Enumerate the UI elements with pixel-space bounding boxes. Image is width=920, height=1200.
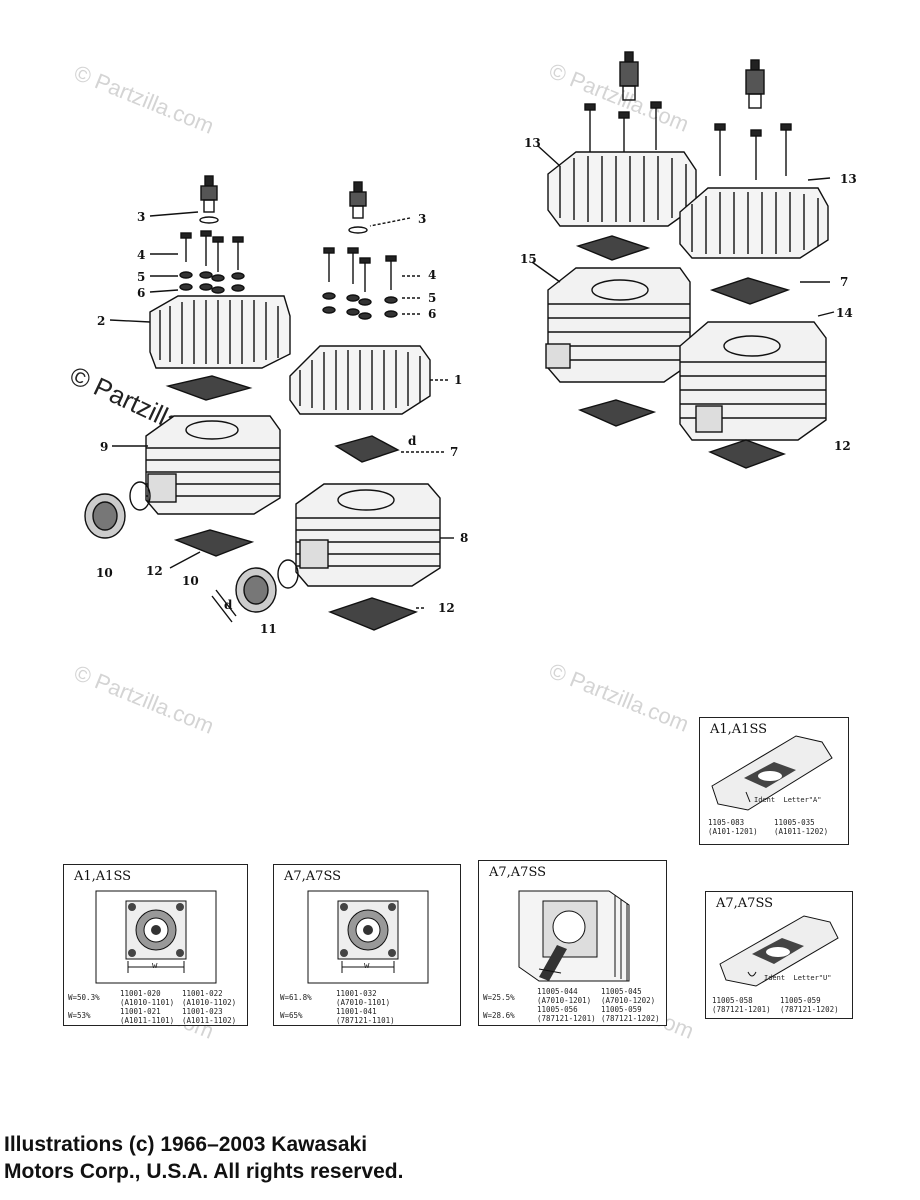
callout-10: 10 [96, 566, 113, 580]
callout-d: d [224, 598, 233, 612]
cylinder-head-right-1 [547, 151, 697, 227]
cylinder-head-right-2 [679, 187, 829, 259]
part-numbers: 11001-020 (A1010-1101) 11001-021 (A1011-… [120, 989, 175, 1025]
exhaust-nut-left [84, 493, 126, 539]
spark-plug-right-2 [745, 59, 765, 109]
copyright-notice: Illustrations (c) 1966–2003 Kawasaki Mot… [4, 1131, 403, 1185]
inset-title: A1,A1SS [74, 869, 132, 884]
washers-center [322, 292, 398, 320]
callout-7: 7 [450, 445, 459, 459]
bolts-right [584, 101, 792, 180]
spark-plug-right-1 [619, 51, 639, 101]
callout-6: 6 [428, 307, 437, 321]
cylinder-side-illustration [518, 890, 630, 982]
head-gasket-right-1 [575, 235, 651, 261]
inset-title: A1,A1SS [710, 722, 768, 737]
callout-8: 8 [460, 531, 469, 545]
cylinder-head-center [289, 345, 431, 415]
part-numbers: 11005-058 (787121-1201) [712, 996, 771, 1014]
part-numbers: 11001-032 (A7010-1101) 11001-041 (787121… [336, 989, 395, 1025]
spark-plug-center [348, 181, 368, 234]
ident-label: Ident Letter"U" [764, 974, 832, 982]
ident-label: Ident Letter"A" [754, 796, 822, 804]
callout-5: 5 [428, 291, 437, 305]
callout-3: 3 [418, 212, 427, 226]
callout-4: 4 [137, 248, 146, 262]
callout-d: d [408, 434, 417, 448]
callout-15: 15 [520, 252, 537, 266]
part-numbers: 11005-035 (A1011-1202) [774, 818, 829, 836]
callout-12: 12 [146, 564, 163, 578]
cylinder-right-1 [545, 267, 691, 383]
part-numbers: 11005-044 (A7010-1201) 11005-056 (787121… [537, 987, 596, 1023]
part-numbers: 11005-045 (A7010-1202) 11005-059 (787121… [601, 987, 660, 1023]
callout-11: 11 [260, 622, 277, 636]
base-gasket-right-2 [708, 439, 787, 469]
bolts-left [180, 230, 244, 272]
width-spec: W=61.8% [280, 993, 312, 1002]
callout-13: 13 [840, 172, 857, 186]
head-gasket-center [334, 435, 400, 463]
cylinder-port-illustration [307, 890, 429, 984]
callout-6: 6 [137, 286, 146, 300]
inset-a1-gasket: A1,A1SS Ident Letter"A" 1105-083 (A101-1… [699, 717, 849, 845]
callout-1: 1 [454, 373, 463, 387]
inset-title: A7,A7SS [716, 896, 774, 911]
base-gasket-right-1 [577, 399, 657, 427]
width-spec: W=65% [280, 1011, 303, 1020]
callout-10: 10 [182, 574, 199, 588]
inset-a7-cylinder: A7,A7SS w W=61.8% W=65% 11001-032 (A7010… [273, 864, 461, 1026]
head-gasket-right-2 [709, 277, 791, 305]
base-gasket-left [173, 529, 255, 557]
bolts-center [323, 247, 397, 292]
callout-13: 13 [524, 136, 541, 150]
inset-title: A7,A7SS [284, 869, 342, 884]
exhaust-nut-center [235, 567, 277, 613]
cylinder-head-left [149, 295, 291, 369]
callout-12: 12 [438, 601, 455, 615]
callout-7: 7 [840, 275, 849, 289]
cylinder-port-illustration [95, 890, 217, 984]
gasket-illustration [719, 915, 839, 987]
callout-5: 5 [137, 270, 146, 284]
exhaust-ring-left [129, 481, 151, 511]
part-numbers: 11005-059 (787121-1202) [780, 996, 839, 1014]
width-spec: W=53% [68, 1011, 91, 1020]
gasket-illustration [711, 735, 833, 811]
part-numbers: 1105-083 (A101-1201) [708, 818, 758, 836]
callout-9: 9 [100, 440, 109, 454]
callout-4: 4 [428, 268, 437, 282]
inset-a1-cylinder: A1,A1SS w W=50.3% W=53% 11001-020 (A1010… [63, 864, 248, 1026]
callout-14: 14 [836, 306, 853, 320]
width-spec: W=50.3% [68, 993, 100, 1002]
width-spec: W=25.5% [483, 993, 515, 1002]
exhaust-ring-center [277, 559, 299, 589]
inset-title: A7,A7SS [489, 865, 547, 880]
inset-a7-gasket: A7,A7SS Ident Letter"U" 11005-058 (78712… [705, 891, 853, 1019]
width-spec: W=28.6% [483, 1011, 515, 1020]
spark-plug-left [199, 175, 219, 224]
copyright-line-2: Motors Corp., U.S.A. All rights reserved… [4, 1160, 404, 1183]
dim-label: w [152, 961, 158, 971]
cylinder-center [295, 483, 441, 587]
cylinder-left [145, 415, 281, 515]
washers-left [179, 271, 245, 294]
copyright-line-1: Illustrations (c) 1966–2003 Kawasaki [4, 1133, 368, 1156]
callout-3: 3 [137, 210, 146, 224]
base-gasket-center [327, 597, 419, 631]
cylinder-right-2 [679, 321, 827, 441]
dim-label: w [364, 961, 370, 971]
inset-a7-side: A7,A7SS W=25.5% W=28.6% 11005-044 (A7010… [478, 860, 667, 1026]
part-numbers: 11001-022 (A1010-1102) 11001-023 (A1011-… [182, 989, 237, 1025]
head-gasket-left [165, 375, 253, 401]
callout-12: 12 [834, 439, 851, 453]
callout-2: 2 [97, 314, 106, 328]
